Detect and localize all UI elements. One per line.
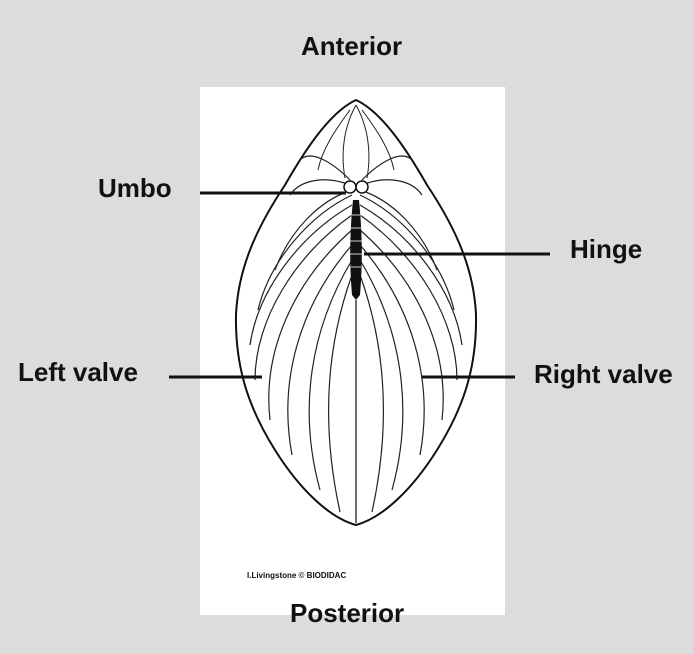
posterior-label: Posterior (290, 598, 405, 628)
right-valve-label: Right valve (534, 359, 673, 389)
hinge-teeth (350, 214, 362, 268)
umbo-shape (343, 180, 369, 194)
image-credit: I.Livingstone © BIODIDAC (247, 571, 347, 580)
hinge-label: Hinge (570, 234, 643, 264)
hinge-ligament (350, 200, 362, 300)
umbo-label: Umbo (98, 173, 172, 203)
anterior-label: Anterior (301, 31, 403, 61)
right-valve-ridges (359, 155, 463, 513)
left-valve-ridges (249, 155, 353, 513)
lunule-lines (317, 104, 395, 179)
left-valve-label: Left valve (18, 357, 138, 387)
